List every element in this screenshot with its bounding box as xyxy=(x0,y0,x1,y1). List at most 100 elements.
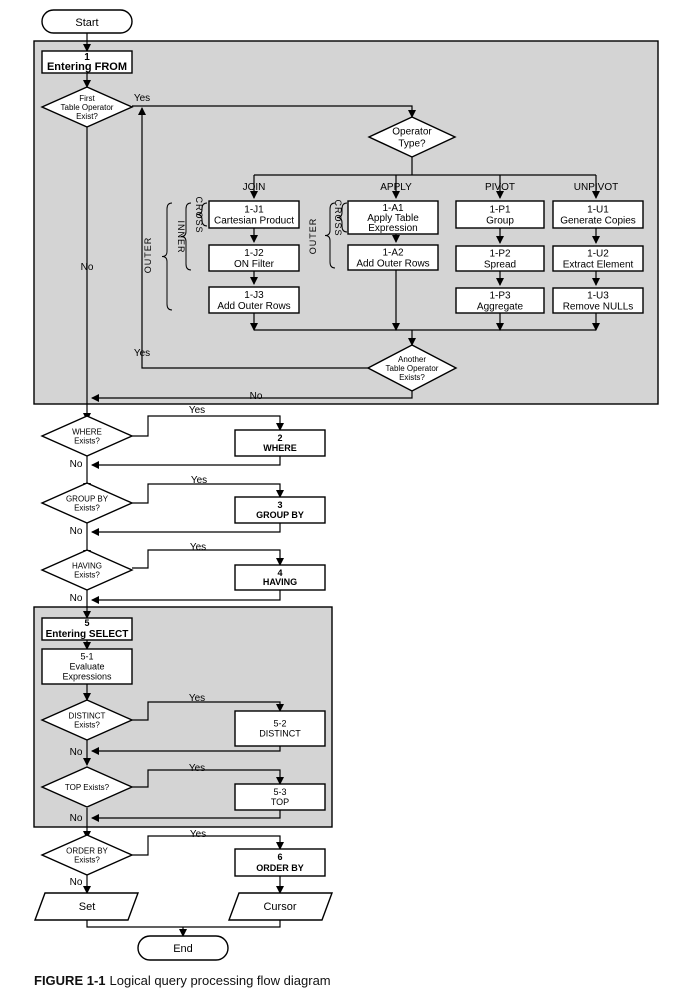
join-j1-text-line-0: 1-J1 xyxy=(244,205,264,216)
set-output xyxy=(33,892,140,921)
apply-header: APPLY xyxy=(380,182,412,193)
apply-outer-brace xyxy=(324,202,336,269)
groupby-yes-label: Yes xyxy=(191,475,207,486)
arrow-distinct-yes xyxy=(132,701,284,721)
distinct-decision-text-line-1: Exists? xyxy=(74,720,100,729)
top-decision xyxy=(40,766,134,808)
pivot-p3-box xyxy=(455,287,545,314)
distinct-box-text-line-1: DISTINCT xyxy=(259,729,301,739)
having-number: 4 xyxy=(277,568,282,578)
apply-cross-brace xyxy=(336,202,348,233)
top-yes-label: Yes xyxy=(189,763,205,774)
evaluate-expressions-text-line-1: Evaluate xyxy=(69,662,104,672)
join-j3-text-line-0: 1-J3 xyxy=(244,290,264,301)
another-table-operator-text-line-1: Table Operator xyxy=(386,364,439,373)
pivot-p1-box xyxy=(455,200,545,229)
unpivot-u1-box xyxy=(552,200,644,229)
cursor-label: Cursor xyxy=(263,901,296,913)
groupby-box xyxy=(234,496,326,524)
where-label: WHERE xyxy=(263,443,297,453)
arrow-having-return xyxy=(91,590,281,604)
arrow-where-return xyxy=(91,456,281,469)
unpivot-u2-text-line-1: Extract Element xyxy=(563,260,634,271)
arrow-another-no xyxy=(91,391,413,402)
end-label: End xyxy=(173,943,193,955)
orderby-decision-text-line-1: Exists? xyxy=(74,855,100,864)
having-yes-label: Yes xyxy=(190,542,206,553)
apply-outer-label: OUTER xyxy=(308,218,318,255)
orderby-yes-label: Yes xyxy=(190,829,206,840)
orderby-decision-text-line-0: ORDER BY xyxy=(66,846,108,855)
line-set-cursor-join xyxy=(86,920,281,928)
apply-a1-text-line-0: 1-A1 xyxy=(382,203,404,214)
pivot-p2-text-line-0: 1-P2 xyxy=(489,249,511,260)
end-terminal xyxy=(137,935,229,961)
arrow-having-yes xyxy=(132,549,284,569)
unpivot-u3-text-line-0: 1-U3 xyxy=(587,291,609,302)
having-decision xyxy=(40,549,134,591)
another-table-operator-decision xyxy=(366,344,458,392)
apply-a1-box xyxy=(347,200,439,235)
arrow-top-return xyxy=(91,810,281,822)
where-number: 2 xyxy=(277,433,282,443)
entering-select-box xyxy=(41,617,133,641)
where-decision-text-line-1: Exists? xyxy=(74,436,100,445)
entering-from-box xyxy=(41,50,133,74)
join-cross-label: CROSS xyxy=(194,196,204,233)
join-header: JOIN xyxy=(243,182,266,193)
apply-a1-text-line-1: Apply Table xyxy=(367,213,419,224)
join-j3-box xyxy=(208,286,300,314)
distinct-box-text-line-0: 5-2 xyxy=(273,719,286,729)
join-inner-brace xyxy=(180,202,192,271)
pivot-p2-box xyxy=(455,245,545,272)
unpivot-u3-text-line-1: Remove NULLs xyxy=(563,302,634,313)
arrow-distinct-return xyxy=(91,746,281,755)
start-terminal xyxy=(41,9,133,34)
groupby-decision xyxy=(40,482,134,524)
where-decision-text-line-0: WHERE xyxy=(72,427,102,436)
entering-from-title: Entering FROM xyxy=(47,61,127,73)
another-op-no-label: No xyxy=(250,391,263,402)
entering-select-number: 5 xyxy=(84,618,89,628)
top-decision-text: TOP Exists? xyxy=(65,783,110,792)
operator-type-text-line-0: Operator xyxy=(392,127,432,138)
another-table-operator-text-line-2: Exists? xyxy=(399,373,425,382)
unpivot-u2-text-line-0: 1-U2 xyxy=(587,249,609,260)
apply-a2-text-line-0: 1-A2 xyxy=(382,248,404,259)
orderby-number: 6 xyxy=(277,852,282,862)
join-j2-box xyxy=(208,244,300,272)
first-table-operator-text-line-2: Exist? xyxy=(76,112,98,121)
apply-cross-label: CROSS xyxy=(333,199,343,236)
pivot-p1-text-line-1: Group xyxy=(486,216,514,227)
pivot-p2-text-line-1: Spread xyxy=(484,260,516,271)
where-box xyxy=(234,429,326,457)
cursor-output xyxy=(227,892,334,921)
distinct-decision xyxy=(40,699,134,741)
orderby-box xyxy=(234,848,326,877)
set-label: Set xyxy=(79,901,96,913)
unpivot-u1-text-line-1: Generate Copies xyxy=(560,216,636,227)
arrow-another-yes-loop xyxy=(138,107,368,369)
where-no-label: No xyxy=(70,459,83,470)
evaluate-expressions-text-line-2: Expressions xyxy=(62,672,112,682)
orderby-no-label: No xyxy=(70,877,83,888)
join-outer-label: OUTER xyxy=(143,237,153,274)
first-op-no-label: No xyxy=(81,262,94,273)
join-inner-label: INNER xyxy=(176,220,186,253)
evaluate-expressions-text-line-0: 5-1 xyxy=(80,652,93,662)
figure-caption-text: Logical query processing flow diagram xyxy=(109,973,331,988)
having-no-label: No xyxy=(70,593,83,604)
where-decision xyxy=(40,415,134,457)
join-cross-brace xyxy=(196,202,208,227)
arrow-groupby-yes xyxy=(132,483,284,504)
another-op-yes-label: Yes xyxy=(134,348,150,359)
arrow-where-yes xyxy=(132,415,284,437)
top-box xyxy=(234,783,326,811)
having-label: HAVING xyxy=(263,577,297,587)
evaluate-expressions-box xyxy=(41,648,133,685)
join-j3-text-line-1: Add Outer Rows xyxy=(217,301,290,312)
figure-caption-label: FIGURE 1-1 xyxy=(34,973,106,988)
having-decision-text-line-0: HAVING xyxy=(72,561,102,570)
where-yes-label: Yes xyxy=(189,405,205,416)
